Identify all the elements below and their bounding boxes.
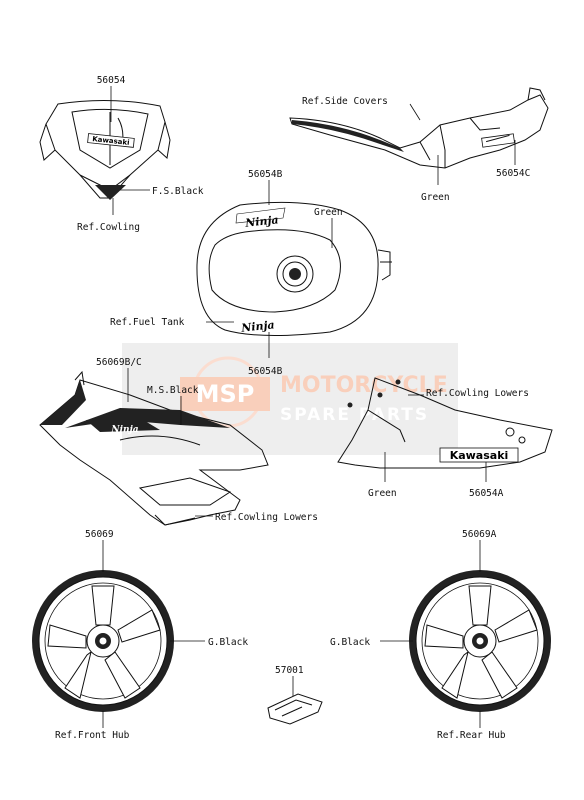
rear-wheel-part-number: 56069A xyxy=(462,529,497,540)
lower-part-number: 56054A xyxy=(469,488,504,499)
tank-ninja-decal-top: Ninja xyxy=(244,213,280,230)
side-cowl-drawing: Ninja xyxy=(39,370,269,526)
watermark-logo: MSP xyxy=(196,380,255,408)
g-black-rear-label: G.Black xyxy=(330,637,370,648)
g-black-front-label: G.Black xyxy=(208,637,248,648)
upper-cowl-kawasaki-decal: Kawasaki xyxy=(92,135,130,147)
side-cowl-ninja-decal: Ninja xyxy=(110,425,138,435)
windscreen-part-number: 56054 xyxy=(97,75,126,86)
ref-cowling-lowers-left-label: Ref.Cowling Lowers xyxy=(215,512,318,523)
rear-wheel-drawing xyxy=(409,570,551,712)
ref-cowling-lowers-right-label: Ref.Cowling Lowers xyxy=(426,388,529,399)
tank-part-number-bottom: 56054B xyxy=(248,366,283,377)
side-cowl-part-number: 56069B/C xyxy=(96,357,142,368)
clip-tool-drawing xyxy=(267,693,323,725)
tank-part-number-top: 56054B xyxy=(248,169,283,180)
watermark-line2: SPARE PARTS xyxy=(280,405,429,425)
ref-cowling-label: Ref.Cowling xyxy=(77,222,140,233)
front-wheel-drawing xyxy=(32,570,174,712)
clip-part-number: 57001 xyxy=(275,665,304,676)
watermark-line1: MOTORCYCLE xyxy=(280,373,448,398)
ref-rear-hub-label: Ref.Rear Hub xyxy=(437,730,506,741)
ref-fuel-tank-label: Ref.Fuel Tank xyxy=(110,317,185,328)
ms-black-label: M.S.Black xyxy=(147,385,199,396)
lower-cowl-kawasaki-decal: Kawasaki xyxy=(450,449,509,462)
watermark: MSP MOTORCYCLE SPARE PARTS xyxy=(122,343,458,455)
green-lower-label: Green xyxy=(368,488,397,499)
front-wheel-part-number: 56069 xyxy=(85,529,114,540)
ref-side-covers-label: Ref.Side Covers xyxy=(302,96,388,107)
fuel-tank-drawing: Ninja Ninja xyxy=(196,201,392,337)
green-tank-label: Green xyxy=(314,207,343,218)
lower-cowl-drawing: Kawasaki xyxy=(337,377,553,469)
upper-cowl-drawing: Kawasaki xyxy=(39,99,171,200)
ref-front-hub-label: Ref.Front Hub xyxy=(55,730,130,741)
tank-ninja-decal-bottom: Ninja xyxy=(240,318,276,335)
tail-cowl-drawing xyxy=(289,87,549,169)
green-tail-label: Green xyxy=(421,192,450,203)
tail-part-number: 56054C xyxy=(496,168,530,179)
fs-black-label: F.S.Black xyxy=(152,186,204,197)
